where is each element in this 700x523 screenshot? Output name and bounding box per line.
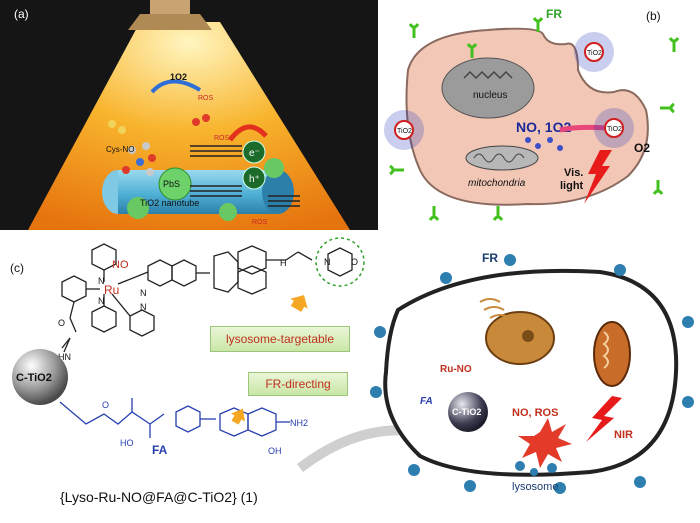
electron-label: e⁻ [249,148,260,159]
svg-text:O: O [58,318,65,328]
folate-receptors [389,17,680,221]
blue-arrow [150,79,202,94]
svg-text:N: N [324,257,331,267]
svg-text:N: N [140,302,147,312]
cell-mitochondria [593,321,631,387]
lightning-icon [584,150,612,204]
cell-no-ros-label: NO, ROS [512,407,558,419]
ros-label-2: ROS [214,135,230,142]
panel-b-illustration: nucleus mitochondria NO, 1O2 TiO2 TiO2 T… [384,7,680,221]
pbs-label: PbS [163,179,180,189]
nir-lightning-icon [586,396,622,442]
svg-text:TiO2: TiO2 [607,126,622,133]
cell-folate-receptors [370,254,694,494]
mitochondria-label: mitochondria [468,178,526,189]
panel-c-illustration: (c) N O H Ru NO N [10,237,694,505]
no-label: NO [112,259,129,271]
morpholine-highlight [315,237,365,287]
cell-c-tio2-particle [448,392,488,432]
hole-sphere [242,166,266,190]
pbs-sphere [158,167,192,201]
svg-text:H: H [280,258,287,268]
nanoparticle-1: TiO2 [384,110,424,150]
ru-label: Ru [104,283,119,297]
no-singlet-oxygen-label: NO, 1O2 [516,119,571,135]
svg-text:O: O [102,400,109,410]
panel-a: (a) 1O2 ROS ROS ROS Cys-NO PbS TiO2 nano… [0,0,378,230]
dna-icon [463,70,513,80]
cys-no-label: Cys-NO [106,145,134,154]
nucleus-label: nucleus [473,90,507,101]
nanoparticle-3: TiO2 [594,108,634,148]
ru-complex-structure [61,243,313,353]
svg-text:N: N [98,296,105,306]
folic-acid-structure [59,398,290,438]
panel-b: nucleus mitochondria NO, 1O2 TiO2 TiO2 T… [378,0,700,230]
fr-directing-tag: FR-directing [248,372,348,396]
orange-arrow-2 [231,408,245,425]
lysosome-targetable-tag: lysosome-targetable [210,326,350,352]
endoplasmic-reticulum [479,298,511,319]
svg-text:TiO2: TiO2 [587,50,602,57]
cell-nir-label: NIR [614,429,633,441]
panel-a-label: (a) [14,7,29,21]
fr-label: FR [546,7,562,21]
svg-text:HN: HN [58,352,71,362]
panel-c: (c) N O H Ru NO N [0,232,700,518]
release-arrow [559,124,607,133]
oh-label: OH [268,446,282,456]
fa-label: FA [152,443,168,457]
electron-sphere [242,140,266,164]
nanoparticle-2: TiO2 [574,32,614,72]
svg-text:TiO2: TiO2 [397,128,412,135]
tio2-nanotube-label: TiO2 nanotube [140,198,199,208]
cell-fa-label: FA [420,396,433,407]
c-tio2-label: C-TiO2 [16,372,52,384]
nh2-label: NH2 [290,418,308,428]
cell-lysosome-label: lysosome [512,481,558,493]
panel-a-illustration: (a) 1O2 ROS ROS ROS Cys-NO PbS TiO2 nano… [0,0,378,230]
pbs-sphere-2 [127,197,149,219]
panel-c-label: (c) [10,261,24,275]
nucleus [441,57,535,119]
mitochondria-icon [465,145,539,171]
compound-name: {Lyso-Ru-NO@FA@C-TiO2} (1) [60,489,258,505]
svg-text:N: N [140,288,147,298]
ros-label-3: ROS [252,219,268,226]
morpholine-ring [327,247,353,277]
pbs-sphere-3 [219,203,237,221]
orange-arrow-1 [290,295,308,312]
c-tio2-sphere [12,349,68,405]
cell-nucleus [485,311,555,365]
red-cycle-arrow [228,124,268,142]
lamp-base [150,0,190,14]
pbs-sphere-4 [264,158,284,178]
lamp-shade [128,14,212,30]
svg-text:O: O [351,257,358,267]
panel-b-label: (b) [646,9,661,23]
hole-label: h⁺ [249,174,260,185]
cell-ru-no-label: Ru-NO [440,364,472,375]
singlet-oxygen-label: 1O2 [170,72,187,82]
vis-light-label: Vis.light [560,167,584,192]
cell-fr-label: FR [482,251,498,265]
svg-text:N: N [98,276,105,286]
ros-label-1: ROS [198,95,214,102]
oxygen-label: O2 [634,141,650,155]
svg-text:HO: HO [120,438,134,448]
cell-c-tio2-label: C-TiO2 [452,407,481,417]
burst-icon [518,418,572,468]
